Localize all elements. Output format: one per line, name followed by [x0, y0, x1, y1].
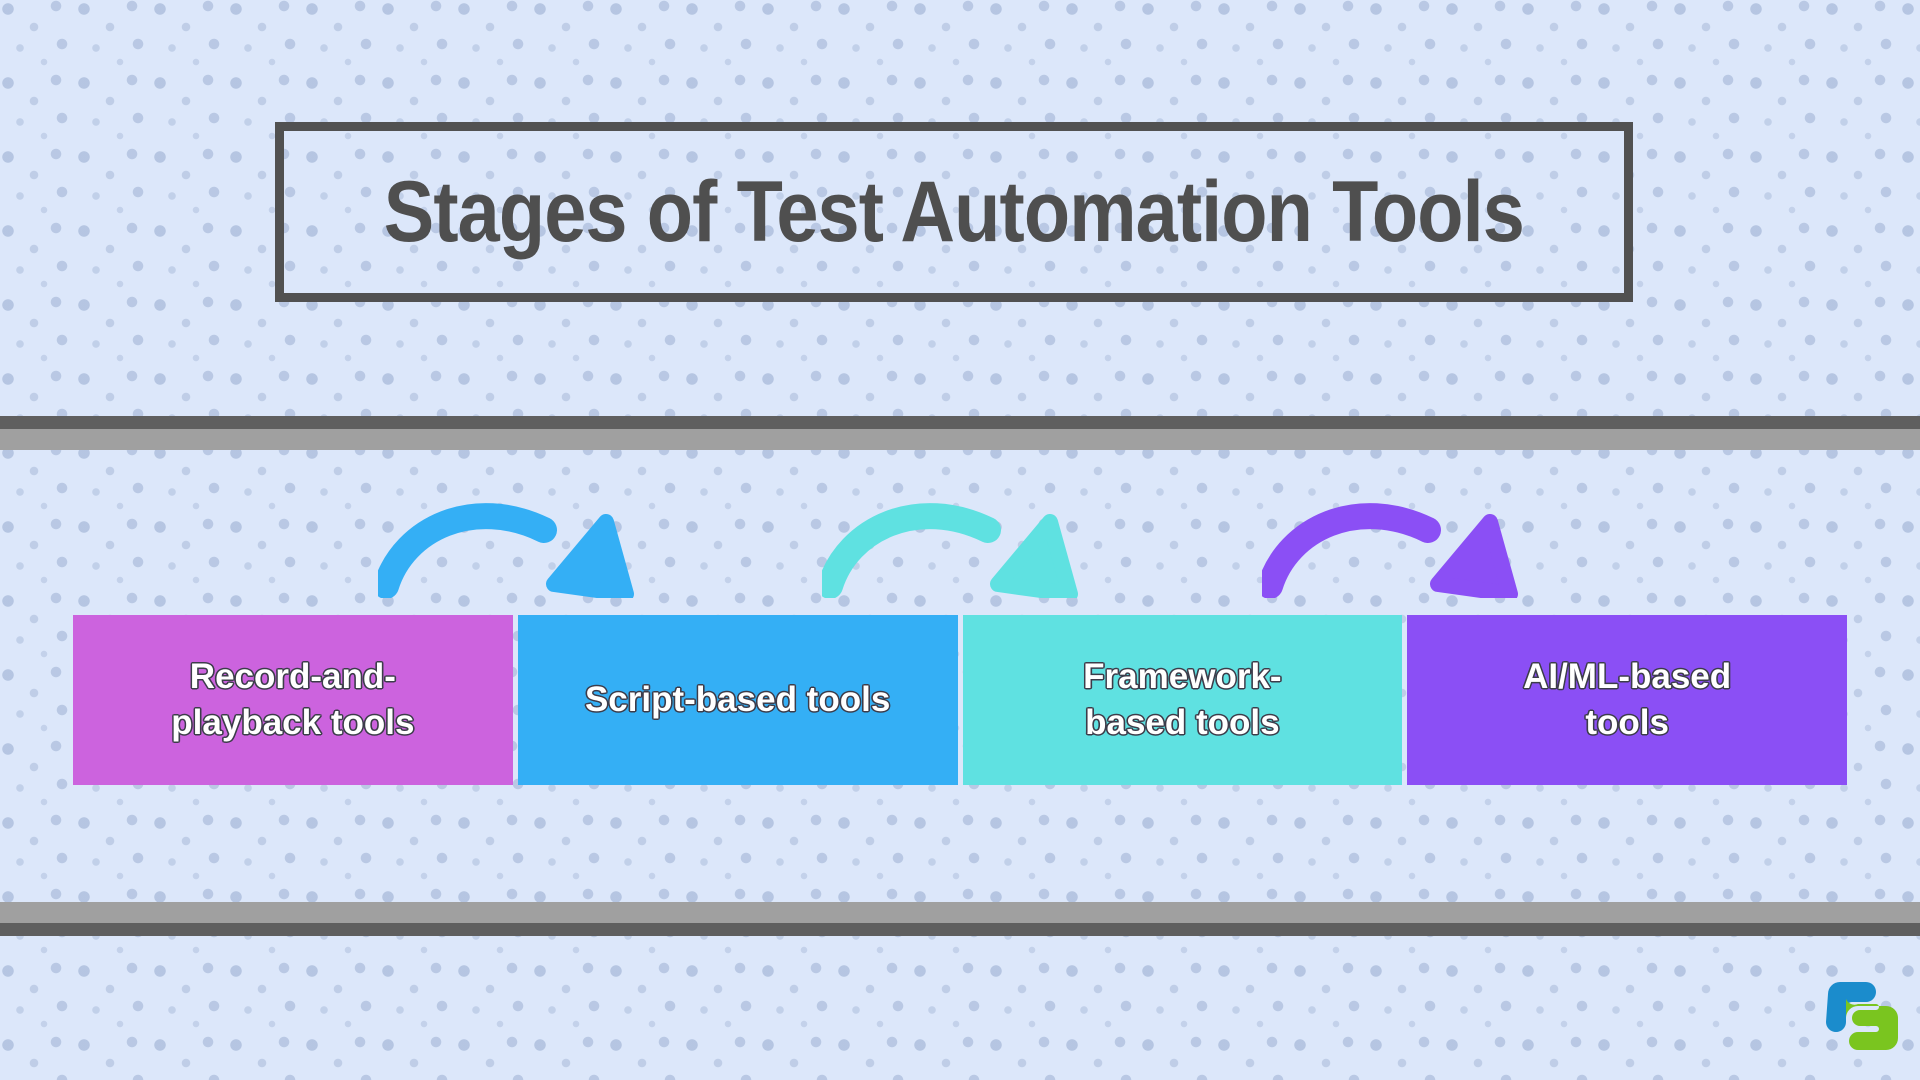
- divider-bottom-light-band: [0, 902, 1920, 923]
- divider-top-dark-band: [0, 416, 1920, 429]
- logo-blue-shape: [1826, 982, 1876, 1032]
- stage-box-script-based[interactable]: Script-based tools: [517, 615, 958, 785]
- page-title: Stages of Test Automation Tools: [383, 164, 1525, 260]
- divider-top: [0, 416, 1920, 450]
- brand-logo[interactable]: [1822, 968, 1904, 1054]
- divider-bottom: [0, 902, 1920, 936]
- stage-box-row: Record-and- playback tools Script-based …: [73, 615, 1847, 785]
- arrow-stage-1-to-2: [373, 488, 638, 602]
- stage-label: AI/ML-based tools: [1523, 656, 1732, 742]
- stage-box-framework-based[interactable]: Framework- based tools: [962, 615, 1403, 785]
- title-frame: Stages of Test Automation Tools: [275, 122, 1633, 302]
- divider-top-light-band: [0, 429, 1920, 450]
- logo-green-shape: [1846, 999, 1898, 1050]
- stage-label: Record-and- playback tools: [171, 656, 415, 742]
- arrow-stage-3-to-4: [1257, 488, 1522, 602]
- arrow-stage-2-to-3: [817, 488, 1082, 602]
- stage-box-ai-ml-based[interactable]: AI/ML-based tools: [1407, 615, 1847, 785]
- divider-bottom-dark-band: [0, 923, 1920, 936]
- stage-label: Framework- based tools: [1083, 656, 1282, 742]
- stage-box-record-and-playback[interactable]: Record-and- playback tools: [73, 615, 513, 785]
- stage-label: Script-based tools: [584, 679, 891, 719]
